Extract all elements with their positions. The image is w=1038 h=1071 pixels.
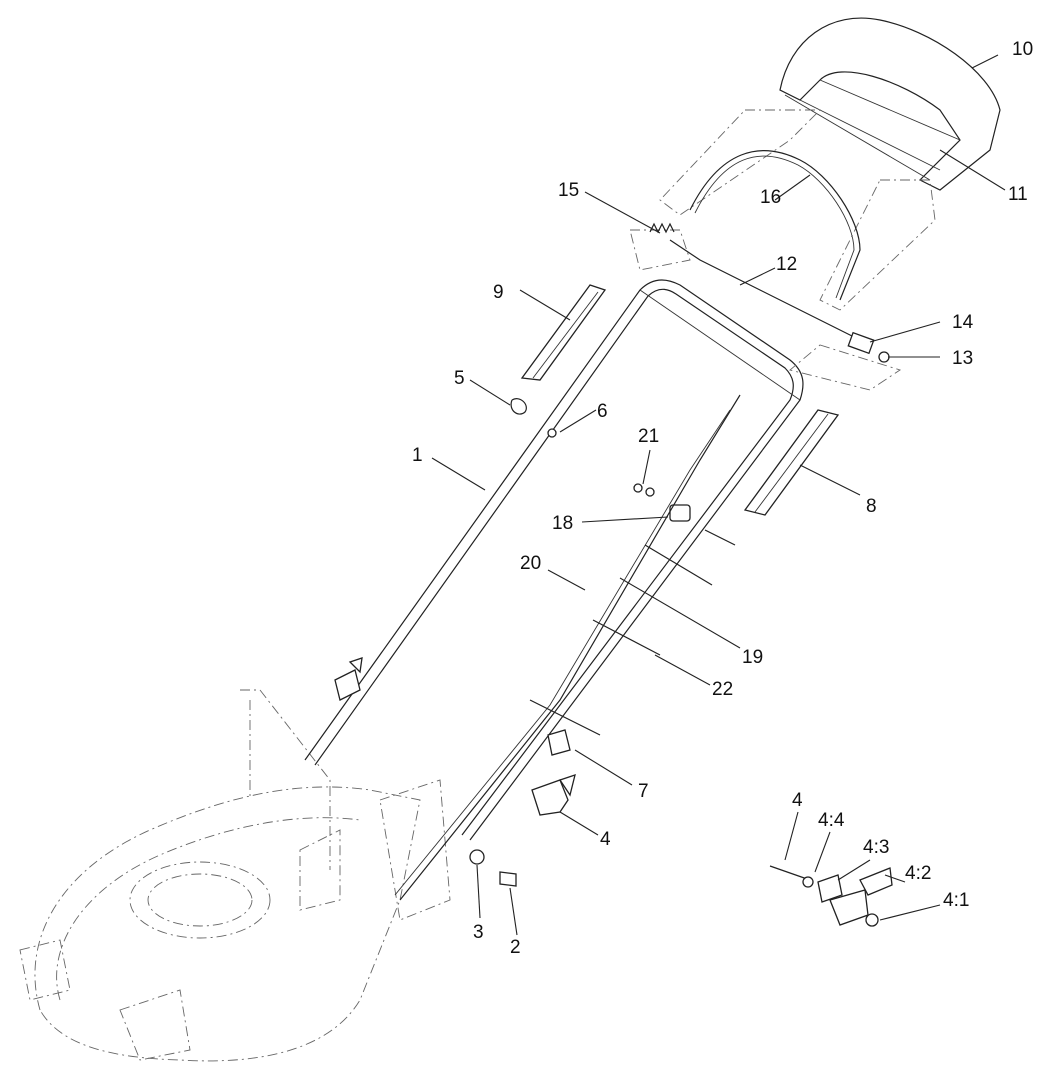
- label-part-18: 18: [552, 513, 573, 534]
- label-part-16: 16: [760, 187, 781, 208]
- part-labels: 10 11 16 15 12 9 14 13 5 6 21 1 8 18 20 …: [412, 39, 1033, 958]
- label-part-5: 5: [454, 368, 465, 389]
- leader-lines: [431, 54, 1006, 936]
- label-part-3: 3: [473, 922, 484, 943]
- label-part-4-2: 4:2: [905, 863, 931, 884]
- label-part-4-1: 4:1: [943, 890, 969, 911]
- label-part-4-4: 4:4: [818, 810, 845, 831]
- label-part-19: 19: [742, 647, 763, 668]
- label-part-21: 21: [638, 426, 659, 447]
- label-part-4-exploded: 4: [792, 790, 803, 811]
- small-parts: [334, 394, 893, 927]
- label-part-7: 7: [638, 781, 649, 802]
- upper-bail: [779, 17, 1001, 191]
- mower-deck: [19, 689, 451, 1062]
- left-grip: [520, 284, 607, 381]
- label-part-6: 6: [597, 401, 608, 422]
- label-part-12: 12: [776, 254, 797, 275]
- label-part-8: 8: [866, 496, 877, 517]
- label-part-13: 13: [952, 348, 973, 369]
- guide-boxes: [629, 109, 936, 391]
- label-part-4: 4: [600, 829, 611, 850]
- label-part-9: 9: [493, 282, 504, 303]
- control-cable: [649, 222, 890, 363]
- label-part-4-3: 4:3: [863, 837, 889, 858]
- label-part-1: 1: [412, 445, 423, 466]
- right-grip: [743, 409, 840, 516]
- label-part-22: 22: [712, 679, 733, 700]
- handle-assembly: [304, 279, 804, 841]
- label-part-14: 14: [952, 312, 974, 333]
- label-part-15: 15: [558, 180, 579, 201]
- label-part-10: 10: [1012, 39, 1033, 60]
- label-part-2: 2: [510, 937, 521, 958]
- bail-wire: [689, 150, 861, 301]
- label-part-11: 11: [1008, 184, 1028, 205]
- label-part-20: 20: [520, 553, 541, 574]
